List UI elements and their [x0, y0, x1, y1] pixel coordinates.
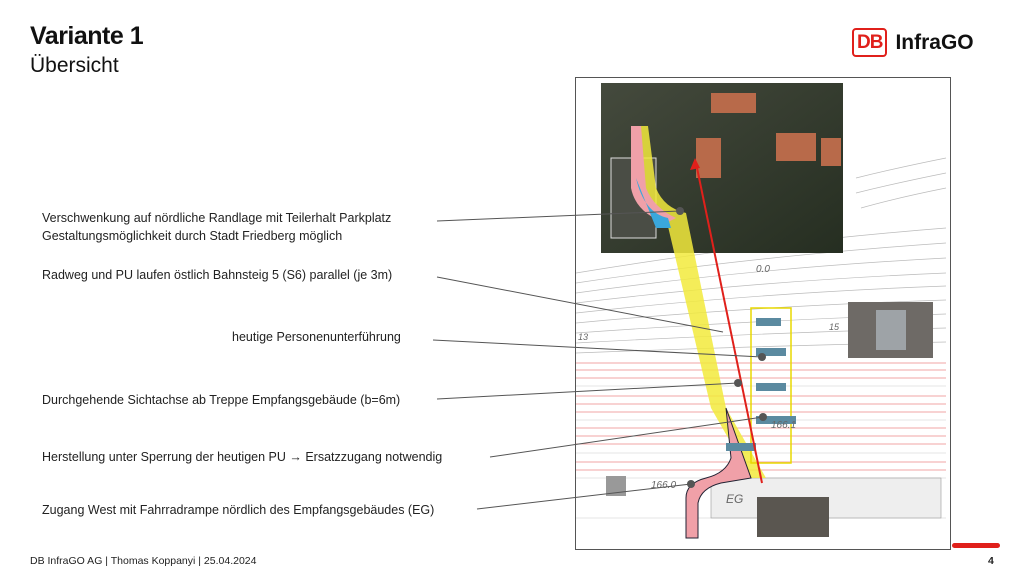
leader-dot	[758, 353, 766, 361]
annotation-radweg: Radweg und PU laufen östlich Bahnsteig 5…	[42, 268, 393, 282]
leader-dot	[759, 413, 767, 421]
houses	[696, 93, 841, 178]
plan-label: 15	[829, 322, 840, 332]
leader-line	[476, 483, 692, 510]
building-block	[606, 476, 626, 496]
slide-subtitle: Übersicht	[30, 54, 119, 77]
site-plan-drawing: 0.0 166.1 166.0 EG 15 13	[575, 83, 947, 539]
slide-title: Variante 1	[30, 22, 144, 50]
annotation-sichtachse: Durchgehende Sichtachse ab Treppe Empfan…	[42, 393, 401, 407]
path-yellow-area	[638, 126, 766, 478]
plan-label: EG	[726, 492, 743, 506]
photo-stairs	[757, 497, 829, 537]
site-plan-frame: 0.0 166.1 166.0 EG 15 13	[575, 77, 951, 550]
leader-dot	[687, 480, 695, 488]
plan-label: 166.0	[651, 480, 676, 491]
leader-line	[436, 276, 724, 333]
logo-name: InfraGO	[895, 30, 974, 54]
bike-ramp	[685, 407, 752, 539]
leader-line	[436, 382, 739, 400]
footer-text: DB InfraGO AG | Thomas Koppanyi | 25.04.…	[30, 555, 257, 567]
photo-elevator	[876, 310, 906, 350]
annotation-verschwenkung: Verschwenkung auf nördliche Randlage mit…	[42, 209, 391, 245]
annotation-herstellung: Herstellung unter Sperrung der heutigen …	[42, 450, 443, 464]
path-pink-area	[631, 126, 676, 223]
annotation-line: Verschwenkung auf nördliche Randlage mit…	[42, 211, 392, 225]
accent-bar	[952, 543, 1000, 548]
existing-underpass-outline	[750, 307, 792, 464]
arrow-head-icon	[690, 158, 700, 170]
db-logo-mark: DB	[852, 28, 888, 57]
db-infrago-logo: DB InfraGO	[852, 28, 974, 57]
leader-dot	[676, 207, 684, 215]
leader-line	[436, 210, 681, 222]
annotation-line: Gestaltungsmöglichkeit durch Stadt Fried…	[42, 229, 343, 243]
plan-label: 13	[578, 332, 588, 342]
plan-label: 0.0	[756, 264, 770, 275]
sightline-arrow	[695, 162, 763, 484]
leader-line	[432, 339, 763, 358]
plan-label: 166.1	[771, 420, 796, 431]
leader-dot	[734, 379, 742, 387]
leader-line	[489, 416, 764, 458]
annotation-personenunterfuehrung: heutige Personenunterführung	[232, 330, 401, 344]
parking-blue-area	[636, 178, 671, 228]
platform-lines	[576, 362, 946, 471]
stairs	[726, 318, 796, 451]
annotation-zugang-west: Zugang West mit Fahrradrampe nördlich de…	[42, 503, 435, 517]
page-number: 4	[988, 555, 994, 567]
